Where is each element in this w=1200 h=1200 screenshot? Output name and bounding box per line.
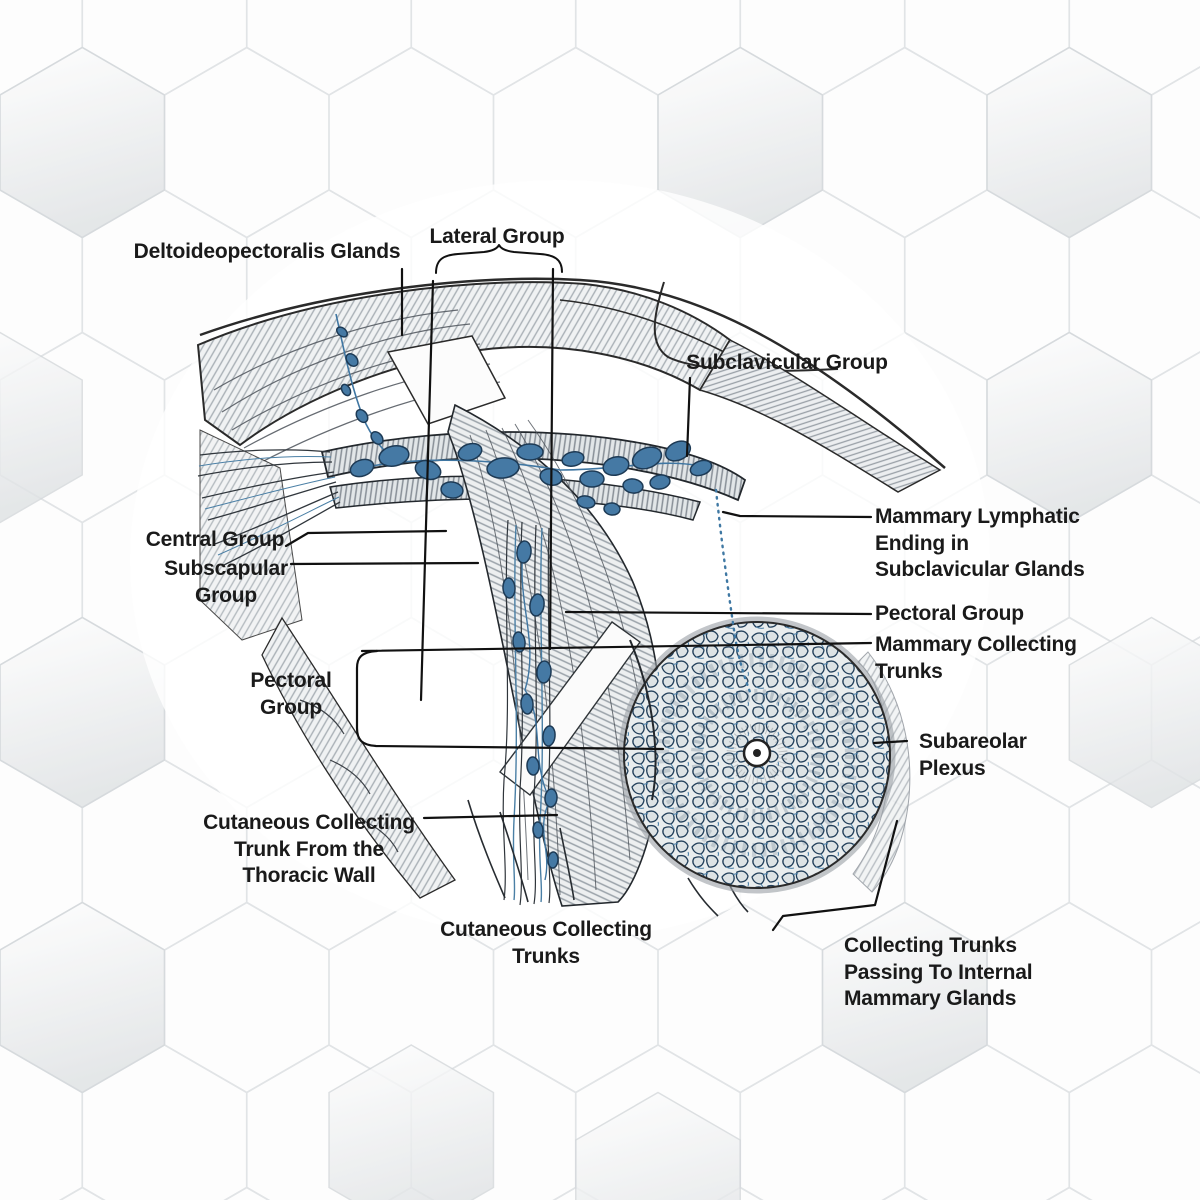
label-line: Subclavicular Group (686, 351, 888, 374)
lymph-nodes (335, 326, 713, 869)
bracket-pectoral-group-left (355, 649, 665, 751)
label-line: Mammary Collecting (875, 633, 1077, 656)
shaded-hexagons (0, 46, 1200, 1200)
label-line: Mammary Lymphatic (875, 505, 1080, 528)
label-line: Lateral Group (429, 225, 565, 248)
label-line: Subclavicular Glands (875, 558, 1085, 581)
pectoralis-major (447, 403, 663, 907)
label-subareolar-plexus: Subareolar Plexus (919, 729, 1027, 782)
label-line: Group (260, 695, 322, 719)
label-pectoral-group-left: Pectoral Group (250, 668, 331, 721)
leader-cutaneous-wall (422, 813, 559, 820)
leader-mammary-lymphatic (721, 510, 873, 519)
label-line: Cutaneous Collecting (440, 918, 652, 941)
label-pectoral-group-right: Pectoral Group (875, 601, 1024, 628)
leader-subclavicular (685, 376, 692, 458)
breast-plexus (618, 616, 896, 894)
leader-collecting-internal (771, 819, 899, 932)
leader-subscapular-group (289, 561, 480, 566)
deltopectoral-triangle (386, 335, 507, 425)
label-lateral-group: Lateral Group (429, 224, 564, 251)
trapezius (698, 339, 942, 493)
label-mammary-collecting-trunks: Mammary Collecting Trunks (875, 632, 1077, 685)
label-central-group: Central Group (146, 527, 285, 554)
label-mammary-lymphatic: Mammary Lymphatic Ending in Subclavicula… (875, 504, 1085, 584)
label-line: Plexus (919, 756, 986, 780)
label-line: Pectoral Group (875, 602, 1024, 625)
label-subscapular-group: Subscapular Group (164, 556, 288, 609)
label-collecting-trunks-internal: Collecting Trunks Passing To Internal Ma… (844, 933, 1033, 1013)
engraving (196, 277, 946, 917)
leader-pectoral-group-right (564, 610, 873, 616)
label-line: Passing To Internal (844, 960, 1033, 984)
label-line: Central Group (145, 528, 285, 551)
label-line: Cutaneous Collecting (203, 811, 415, 834)
cutaneous-trunk-lines (467, 799, 749, 917)
label-line: Group (195, 583, 257, 607)
label-line: Trunk From the (233, 837, 385, 861)
leader-lateral-left (419, 279, 435, 702)
brace-lateral-group (435, 244, 563, 274)
label-line: Subscapular (164, 557, 288, 580)
leader-lateral-right (548, 267, 555, 651)
label-line: Trunks (875, 659, 943, 683)
label-subclavicular-group: Subclavicular Group (686, 350, 888, 377)
label-cutaneous-collecting-trunks: Cutaneous Collecting Trunks (440, 917, 652, 970)
label-line: Thoracic Wall (242, 864, 376, 887)
label-line: Subareolar (919, 730, 1027, 753)
left-lymph-vessels (197, 449, 341, 567)
label-line: Deltoideopectoralis Glands (133, 240, 401, 263)
leader-mammary-collecting-trunks (360, 641, 873, 653)
leader-central-group (284, 529, 448, 548)
label-cutaneous-collecting-trunk-wall: Cutaneous Collecting Trunk From the Thor… (203, 810, 415, 890)
mammary-trunk-dotted (714, 488, 752, 694)
label-line: Mammary Glands (844, 987, 1017, 1010)
label-line: Pectoral (250, 669, 332, 692)
label-line: Trunks (512, 944, 580, 968)
thoracic-wall (261, 616, 456, 899)
label-deltoideopectoralis-glands: Deltoideopectoralis Glands (134, 239, 401, 266)
label-line: Ending in (875, 531, 969, 555)
label-line: Collecting Trunks (844, 934, 1017, 957)
leader-subareolar-plexus (872, 739, 909, 745)
